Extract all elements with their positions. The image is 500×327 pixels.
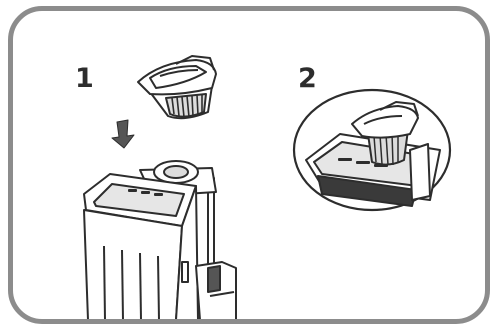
- down-arrow-icon: [112, 120, 134, 148]
- filter-cap-part: [138, 56, 216, 118]
- zoom-detail: [294, 90, 450, 210]
- appliance-unit: [84, 161, 236, 320]
